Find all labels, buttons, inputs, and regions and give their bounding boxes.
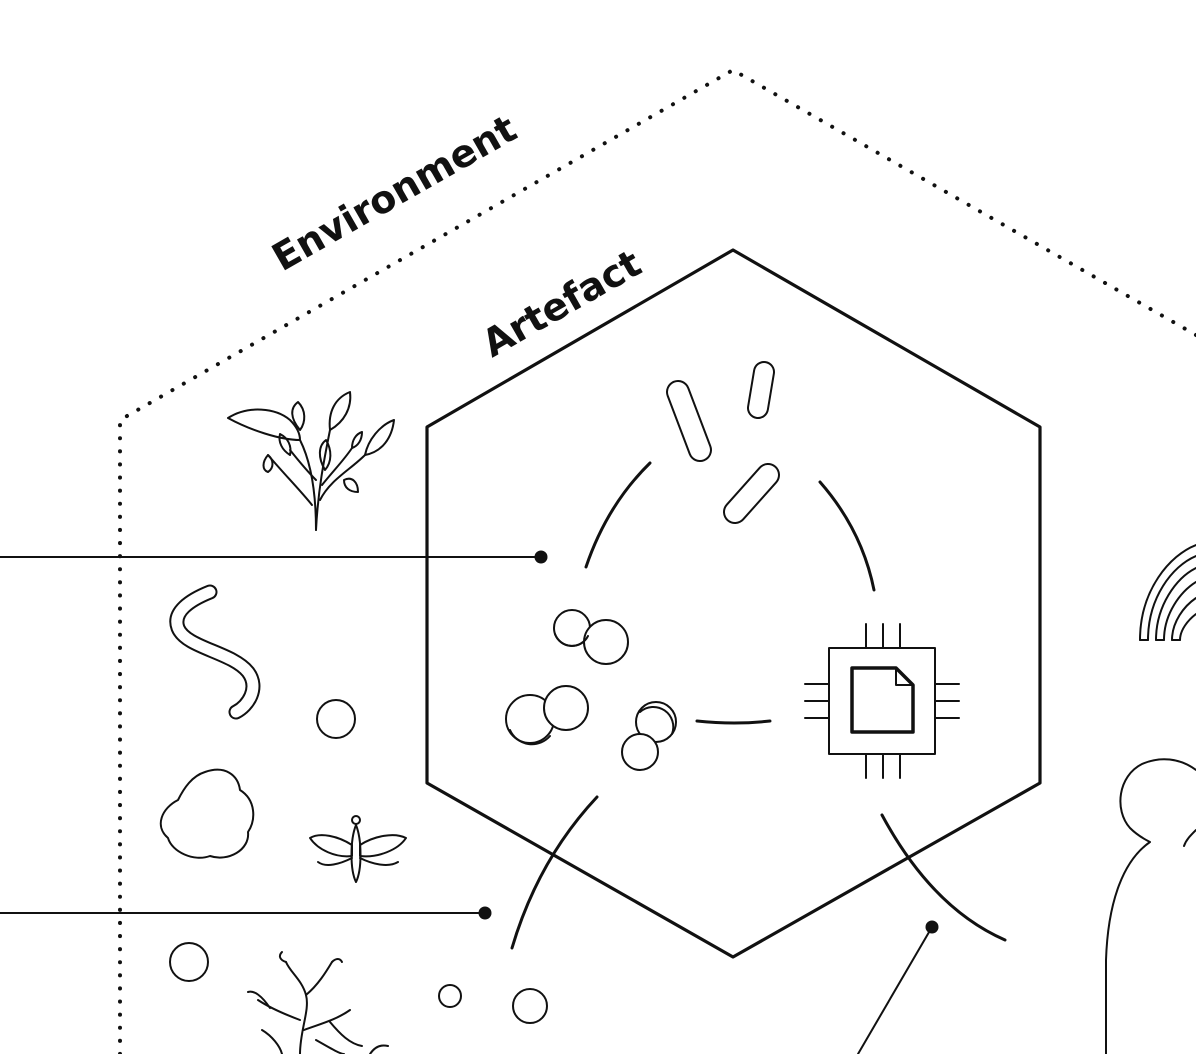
connector-line-bottom: [857, 920, 939, 1054]
spore-icon: [438, 984, 462, 1008]
signal-waves-icon: [1139, 544, 1196, 641]
connector-line-lower: [0, 906, 492, 920]
plant-icon: [227, 391, 395, 531]
artefact-hexagon: [425, 248, 1042, 959]
right-crossing-arc: [880, 813, 1007, 942]
environment-boundary: [118, 68, 1196, 1054]
connector-line-upper: [0, 550, 548, 564]
microchip-icon: [804, 623, 960, 779]
spore-icon: [316, 699, 356, 739]
amoeba-icon: [159, 768, 255, 859]
bacillus-icon: [666, 361, 780, 524]
person-icon: [1105, 758, 1196, 1054]
artefact-label: Artefact: [475, 241, 649, 366]
interaction-triangle: [584, 461, 876, 725]
mycelium-icon: [247, 951, 389, 1054]
spore-icon: [169, 942, 209, 982]
coccus-cluster-icon: [505, 609, 677, 771]
insect-icon: [309, 815, 407, 883]
environment-label: Environment: [265, 106, 524, 280]
left-crossing-arc: [510, 795, 599, 950]
spore-icon: [512, 988, 548, 1024]
